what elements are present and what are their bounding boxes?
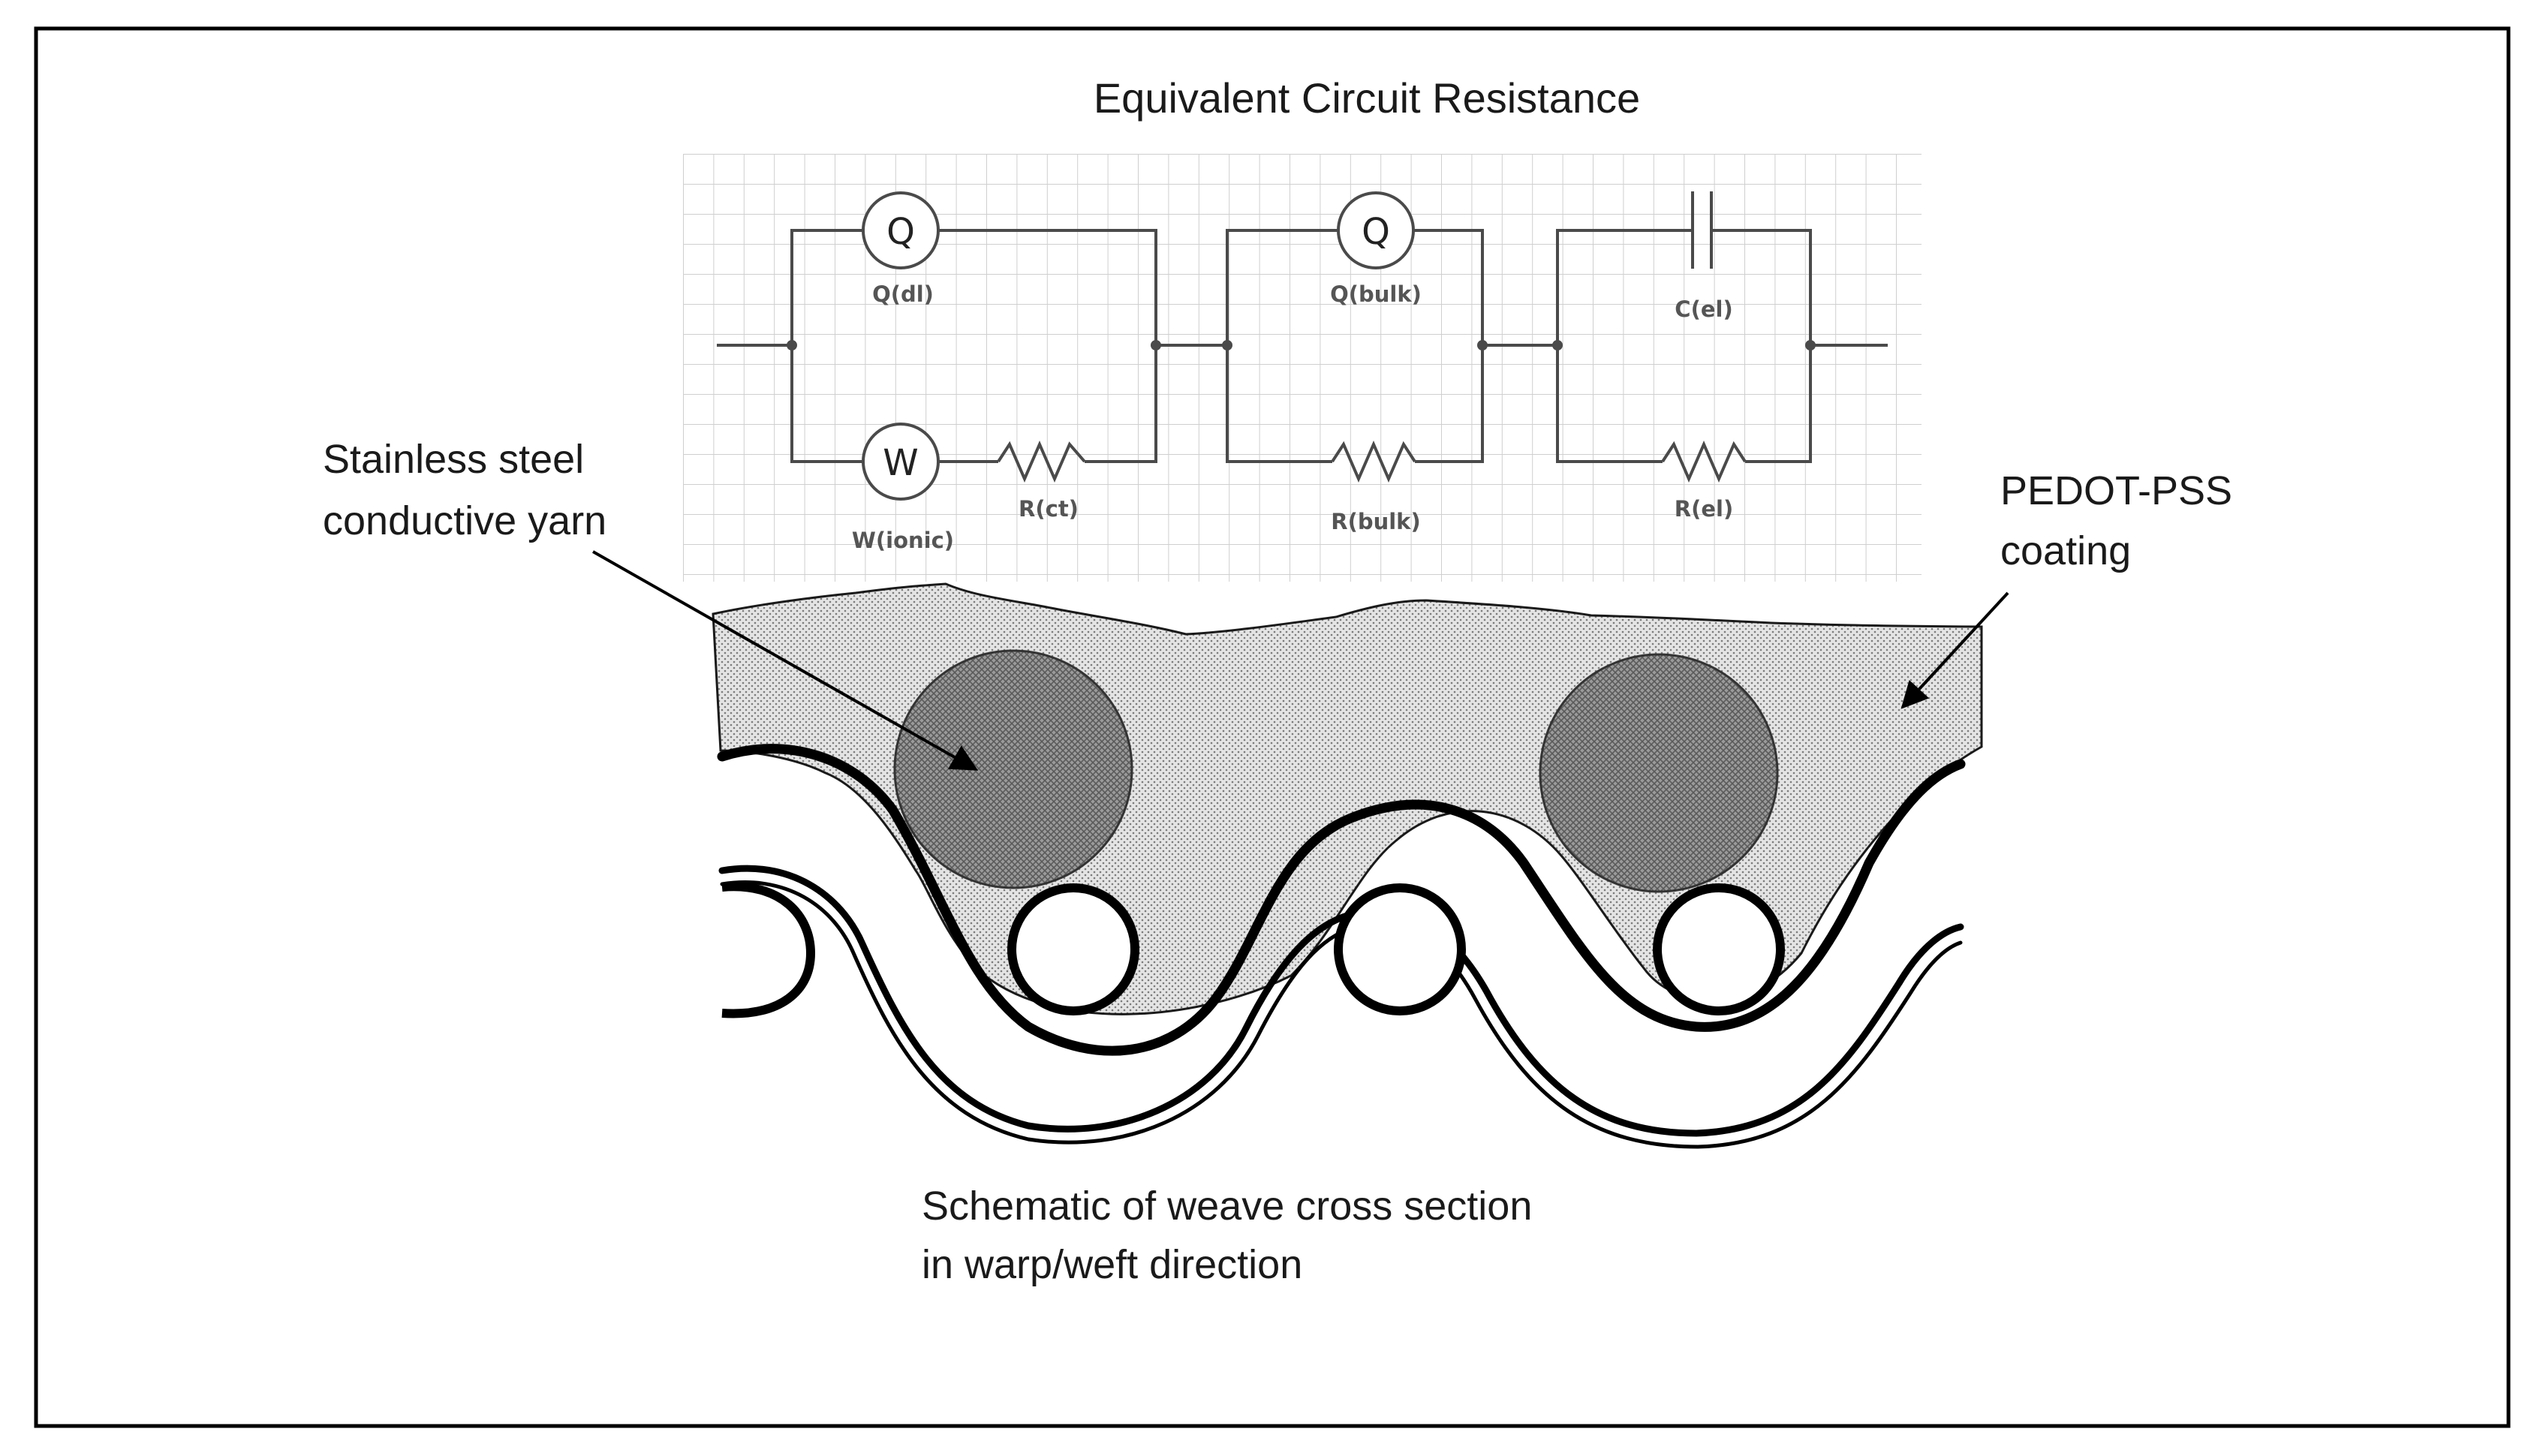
label-q-dl: Q(dl) <box>872 281 934 307</box>
warp-yarn-edge-left <box>721 882 816 1018</box>
warp-yarn-3 <box>1653 883 1785 1015</box>
steel-yarn-left <box>893 649 1133 889</box>
warburg-symbol <box>862 423 940 501</box>
label-q-bulk: Q(bulk) <box>1330 281 1422 307</box>
cpe-bulk-letter: Q <box>1362 211 1390 253</box>
label-c-el: C(el) <box>1675 296 1732 322</box>
label-r-el: R(el) <box>1675 496 1733 522</box>
caption-line1: Schematic of weave cross section <box>922 1184 1532 1229</box>
warburg-letter: W <box>883 442 918 484</box>
cpe-bulk-symbol <box>1337 191 1415 269</box>
diagram-title: Equivalent Circuit Resistance <box>1094 74 1640 122</box>
label-r-bulk: R(bulk) <box>1331 509 1420 534</box>
caption-line2: in warp/weft direction <box>922 1242 1302 1287</box>
cpe-dl-letter: Q <box>886 211 915 253</box>
circuit-junctions <box>787 340 1816 350</box>
warp-yarns <box>721 882 1785 1018</box>
label-pedot-line2: coating <box>2000 528 2131 573</box>
steel-yarn-right <box>1539 653 1779 893</box>
warp-yarn-1 <box>1007 883 1139 1015</box>
warp-yarn-2 <box>1334 883 1466 1015</box>
coating-pointer-arrow <box>1900 591 2009 709</box>
yarn-pointer-arrow <box>592 550 979 771</box>
label-stainless-yarn-line2: conductive yarn <box>323 498 606 543</box>
label-stainless-yarn-line1: Stainless steel <box>323 437 584 482</box>
label-r-ct: R(ct) <box>1019 496 1079 522</box>
label-pedot-line1: PEDOT-PSS <box>2000 468 2232 513</box>
label-w-ionic: W(ionic) <box>852 528 954 553</box>
equivalent-circuit <box>717 191 1888 483</box>
cpe-dl-symbol <box>862 191 940 269</box>
